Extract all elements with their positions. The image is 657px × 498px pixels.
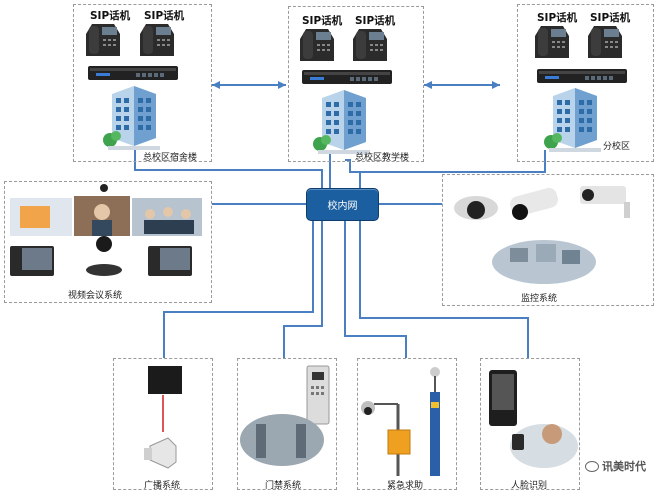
watermark: 讯美时代 xyxy=(585,458,646,474)
video-conference-box xyxy=(4,181,212,303)
building-label-dorm: 总校区宿舍楼 xyxy=(143,153,198,163)
sip-label: SIP话机 xyxy=(90,10,131,22)
face-recognition-label: 人脸识别 xyxy=(511,481,548,491)
link-emergency xyxy=(344,219,407,358)
link-access xyxy=(283,219,323,358)
building-label-branch: 分校区 xyxy=(603,142,631,152)
monitoring-box xyxy=(442,174,654,306)
video-conference-label: 视频会议系统 xyxy=(68,291,123,301)
emergency-label: 紧急求助 xyxy=(387,481,424,491)
emergency-box xyxy=(357,358,457,490)
sip-label: SIP话机 xyxy=(355,15,396,27)
sip-label: SIP话机 xyxy=(537,12,578,24)
building-box-dorm xyxy=(73,4,212,162)
wechat-icon xyxy=(585,460,599,472)
monitoring-equipment xyxy=(454,186,630,284)
bottom-system-equipment xyxy=(144,365,578,476)
monitoring-label: 监控系统 xyxy=(521,294,558,304)
sip-label: SIP话机 xyxy=(144,10,185,22)
link-broadcast xyxy=(163,219,314,358)
access-control-box xyxy=(237,358,337,490)
sip-label: SIP话机 xyxy=(302,15,343,27)
broadcast-box xyxy=(113,358,213,490)
access-control-label: 门禁系统 xyxy=(265,481,302,491)
link-dorm-hub xyxy=(134,147,323,188)
building-box-teaching xyxy=(288,6,424,162)
building-label-teaching: 总校区教学楼 xyxy=(355,153,410,163)
link-branch-hub xyxy=(345,150,546,173)
link-face xyxy=(359,219,529,358)
broadcast-label: 广播系统 xyxy=(144,481,181,491)
video-conference-equipment xyxy=(10,184,202,276)
face-recognition-box xyxy=(480,358,580,490)
building-equipment xyxy=(86,24,627,154)
watermark-text: 讯美时代 xyxy=(602,460,646,473)
campus-network-hub: 校内网 xyxy=(306,188,379,221)
sip-label: SIP话机 xyxy=(590,12,631,24)
building-box-branch xyxy=(517,4,654,162)
